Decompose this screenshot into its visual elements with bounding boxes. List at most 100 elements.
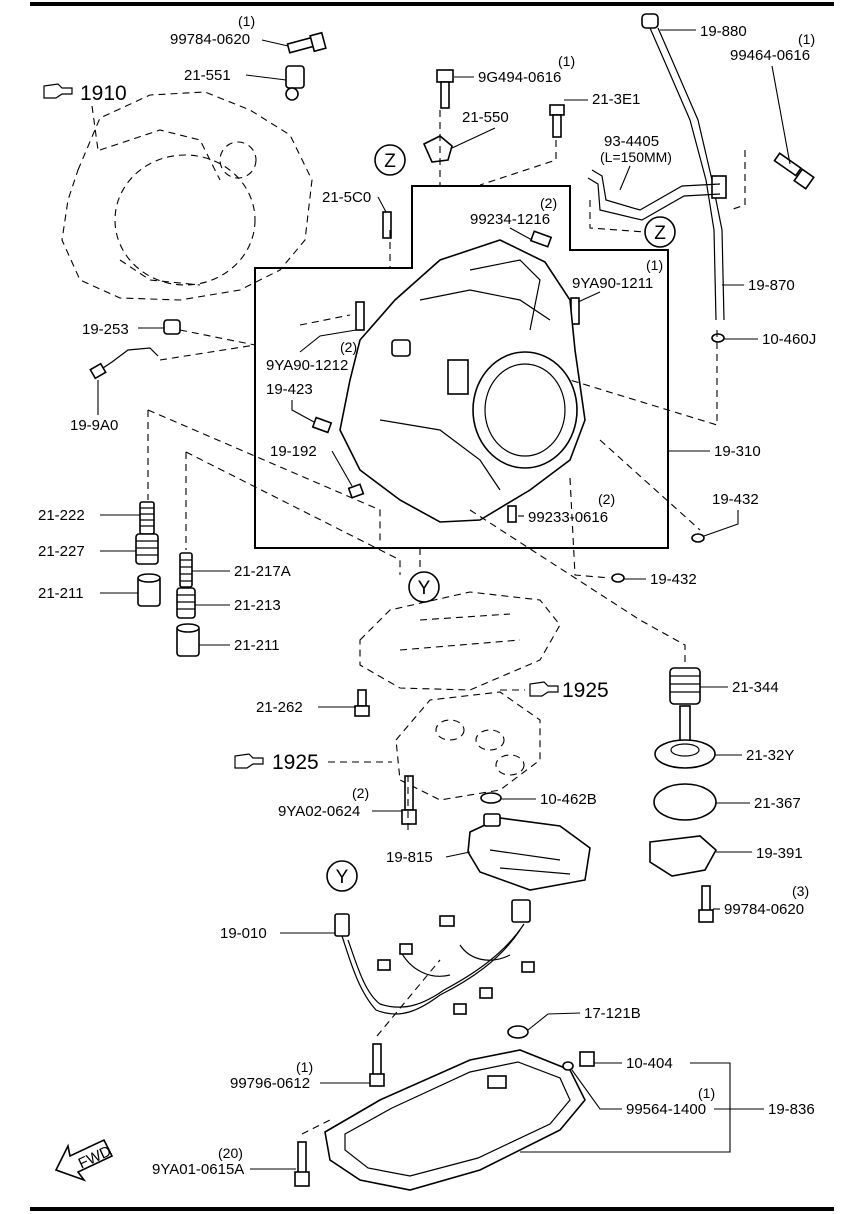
gasket-ghost-1925 [359, 591, 561, 691]
oring-19-432-b [611, 573, 625, 583]
piston-21-211-b [176, 623, 200, 657]
label-99464: 99464-0616 [730, 47, 810, 64]
label-99233: 99233-0616 [528, 509, 608, 526]
label-10-460J: 10-460J [762, 331, 816, 348]
clutch-housing-ghost [61, 91, 313, 301]
label-21-222: 21-222 [38, 507, 85, 524]
sensor-19-9A0 [89, 347, 159, 380]
qty-99233: (2) [598, 491, 615, 507]
hand-pointer-icon [43, 83, 73, 99]
label-19-310: 19-310 [714, 443, 761, 460]
label-99784-bottom: 99784-0620 [724, 901, 804, 918]
spring-21-213 [176, 587, 196, 619]
qty-9YA01: (20) [218, 1145, 243, 1161]
bolt-9G494 [436, 69, 454, 109]
spring-21-217A [179, 552, 193, 588]
reference-1925-b: 1925 [234, 751, 392, 774]
label-19-815: 19-815 [386, 849, 433, 866]
qty-9G494: (1) [558, 53, 575, 69]
label-99234: 99234-1216 [470, 211, 550, 228]
marker-y-label-2: Y [336, 867, 349, 888]
marker-z-right: Z [644, 216, 676, 248]
qty-99464: (1) [798, 31, 815, 47]
qty-99796: (1) [296, 1059, 313, 1075]
seal-21-367 [653, 783, 717, 821]
oil-pan-19-836 [324, 1049, 586, 1191]
note-93-4405: (L=150MM) [600, 149, 672, 165]
label-10-404: 10-404 [626, 1055, 673, 1072]
stud-9YA90-1212 [355, 301, 365, 331]
label-99784-top: 99784-0620 [170, 31, 250, 48]
magnet-17-121B [507, 1025, 529, 1039]
label-93-4405: 93-4405 [604, 133, 659, 150]
bolt-21-3E1 [549, 104, 565, 138]
label-21-213: 21-213 [234, 597, 281, 614]
dowel-99234 [529, 230, 553, 248]
ref-1925-label-a: 1925 [562, 679, 609, 702]
label-19-192: 19-192 [270, 443, 317, 460]
reference-1910: 1910 [43, 82, 127, 151]
label-21-550: 21-550 [462, 109, 509, 126]
qty-99564: (1) [698, 1085, 715, 1101]
label-9YA90-1212: 9YA90-1212 [266, 357, 348, 374]
label-21-551: 21-551 [184, 67, 231, 84]
reference-1925-a: 1925 [500, 679, 609, 702]
bolt-21-262 [354, 689, 370, 717]
label-19-836: 19-836 [768, 1101, 815, 1118]
hand-pointer-icon-2 [529, 681, 559, 697]
qty-9YA90-1211: (1) [646, 257, 663, 273]
label-19-870: 19-870 [748, 277, 795, 294]
plug-19-423 [311, 416, 333, 434]
hose-93-4405 [587, 169, 721, 221]
label-9G494: 9G494-0616 [478, 69, 561, 86]
marker-z-top: Z [374, 144, 406, 176]
label-9YA90-1211: 9YA90-1211 [572, 275, 653, 292]
label-99564: 99564-1400 [626, 1101, 706, 1118]
spring-21-344 [669, 667, 701, 705]
label-21-227: 21-227 [38, 543, 85, 560]
label-19-880: 19-880 [700, 23, 747, 40]
lower-dashed-leaders [301, 776, 441, 1135]
marker-z-label-2: Z [654, 223, 666, 244]
piston-21-211-a [137, 573, 161, 607]
label-10-462B: 10-462B [540, 791, 597, 808]
marker-y-mid: Y [408, 571, 440, 603]
bolt-99796 [369, 1043, 385, 1087]
oil-filter-19-815 [467, 813, 591, 891]
marker-y-low: Y [326, 860, 358, 892]
bracket-19-870 [711, 175, 727, 199]
label-21-344: 21-344 [732, 679, 779, 696]
label-19-432-a: 19-432 [712, 491, 759, 508]
fwd-arrow-icon [54, 1138, 114, 1182]
sensor-21-551 [285, 65, 305, 101]
label-21-3E1: 21-3E1 [592, 91, 640, 108]
spring-21-222 [139, 501, 155, 535]
valve-body-ghost-1925 [395, 691, 541, 801]
bolt-99784-top [286, 31, 327, 54]
plug-19-192 [347, 483, 365, 499]
wire-harness-19-010 [334, 899, 535, 1015]
plug-10-404 [562, 1051, 595, 1071]
ref-1925-label-b: 1925 [272, 751, 319, 774]
solenoid-21-550 [422, 135, 453, 163]
qty-99784-bottom: (3) [792, 883, 809, 899]
label-21-217A: 21-217A [234, 563, 291, 580]
qty-9YA02: (2) [352, 785, 369, 801]
hand-pointer-icon-3 [234, 753, 264, 769]
label-21-262: 21-262 [256, 699, 303, 716]
assembly-dashed-leaders [147, 110, 746, 665]
bolt-99784-bottom [698, 885, 714, 923]
ref-1910-label: 1910 [80, 82, 127, 105]
label-19-391: 19-391 [756, 845, 803, 862]
fwd-arrow: FWD [54, 1138, 114, 1182]
dipstick-19-880 [641, 13, 725, 321]
label-21-32Y: 21-32Y [746, 747, 794, 764]
label-9YA01: 9YA01-0615A [152, 1161, 244, 1178]
label-21-5C0: 21-5C0 [322, 189, 371, 206]
label-19-010: 19-010 [220, 925, 267, 942]
piston-21-32Y [654, 705, 716, 769]
marker-y-label: Y [418, 578, 431, 599]
case-outline-box [254, 185, 669, 549]
label-17-121B: 17-121B [584, 1005, 641, 1022]
